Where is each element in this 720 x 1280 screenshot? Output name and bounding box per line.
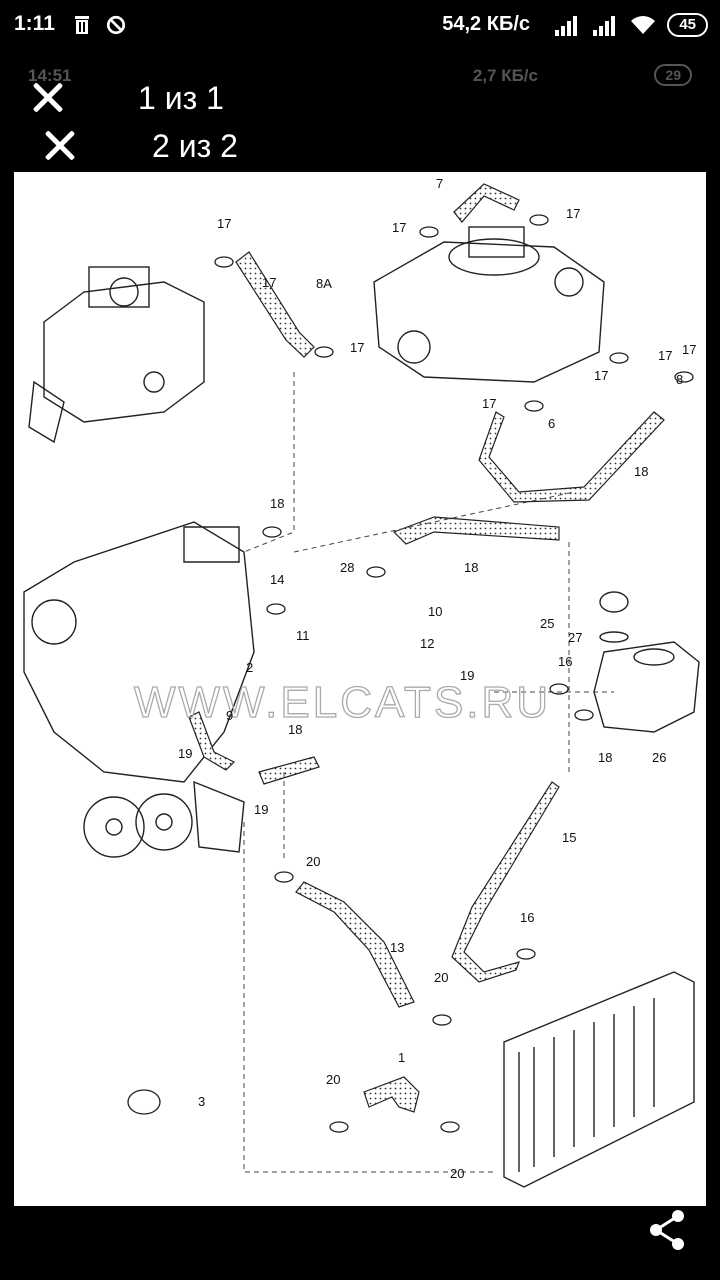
part-label: 18 xyxy=(598,750,612,765)
left-carburetor xyxy=(28,266,205,444)
part-labels: 17 17 8A 17 7 17 17 17 17 17 17 8 6 18 1… xyxy=(178,176,696,1181)
part-label: 17 xyxy=(594,368,608,383)
part-label: 17 xyxy=(682,342,696,357)
viewer-header-secondary: 2 из 2 xyxy=(38,122,238,170)
expansion-tank xyxy=(593,591,700,733)
embedded-battery: 29 xyxy=(654,64,692,86)
network-speed: 54,2 КБ/с xyxy=(442,13,530,35)
part-label: 18 xyxy=(464,560,478,575)
part-label: 8 xyxy=(676,372,683,387)
share-icon[interactable] xyxy=(646,1208,690,1252)
part-label: 26 xyxy=(652,750,666,765)
image-counter: 2 из 2 xyxy=(152,127,238,164)
engine-block xyxy=(23,521,255,858)
part-label: 20 xyxy=(326,1072,340,1087)
battery-icon: 45 xyxy=(667,13,708,37)
trash-icon xyxy=(75,16,89,34)
part-label: 15 xyxy=(562,830,576,845)
embedded-network-speed: 2,7 КБ/с xyxy=(472,66,538,85)
part-label: 18 xyxy=(634,464,648,479)
part-label: 18 xyxy=(270,496,284,511)
blocked-icon xyxy=(106,15,126,35)
status-bar: 1:11 54,2 КБ/с 45 xyxy=(0,0,720,52)
part-label: 17 xyxy=(350,340,364,355)
part-label: 16 xyxy=(520,910,534,925)
part-label: 13 xyxy=(390,940,404,955)
part-label: 19 xyxy=(460,668,474,683)
radiator xyxy=(503,971,695,1188)
coolant-hoses xyxy=(188,183,665,1113)
part-label: 11 xyxy=(296,628,310,643)
signal-icon xyxy=(593,16,616,36)
part-label: 20 xyxy=(450,1166,464,1181)
wifi-icon xyxy=(631,16,656,34)
part-label: 9 xyxy=(226,708,233,723)
close-icon[interactable] xyxy=(26,76,70,120)
right-carburetor xyxy=(373,226,605,383)
part-label: 17 xyxy=(658,348,672,363)
parts-diagram: WWW.ELCATS.RU 17 17 8A 17 7 17 17 17 17 … xyxy=(23,176,700,1188)
part-label: 2 xyxy=(246,660,253,675)
part-label: 18 xyxy=(288,722,302,737)
watermark: WWW.ELCATS.RU xyxy=(134,678,551,727)
part-label: 3 xyxy=(198,1094,205,1109)
part-label: 14 xyxy=(270,572,284,587)
image-counter: 1 из 1 xyxy=(138,79,224,116)
part-label: 7 xyxy=(436,176,443,191)
status-right-group: 45 xyxy=(553,10,708,40)
part-label: 27 xyxy=(568,630,582,645)
part-label: 17 xyxy=(392,220,406,235)
diagram-image[interactable]: WWW.ELCATS.RU 17 17 8A 17 7 17 17 17 17 … xyxy=(14,172,706,1206)
part-label: 17 xyxy=(482,396,496,411)
part-label: 6 xyxy=(548,416,555,431)
leader-lines xyxy=(243,372,614,1173)
hose-clamps xyxy=(127,214,694,1133)
part-label: 19 xyxy=(254,802,268,817)
part-label: 20 xyxy=(434,970,448,985)
part-label: 1 xyxy=(398,1050,405,1065)
part-label: 16 xyxy=(558,654,572,669)
viewer-header-primary: 1 из 1 xyxy=(26,74,224,122)
status-time: 1:11 xyxy=(14,12,55,35)
part-label: 8A xyxy=(316,276,332,291)
part-label: 25 xyxy=(540,616,554,631)
part-label: 17 xyxy=(262,275,276,290)
part-label: 17 xyxy=(217,216,231,231)
part-label: 20 xyxy=(306,854,320,869)
part-label: 19 xyxy=(178,746,192,761)
part-label: 10 xyxy=(428,604,442,619)
signal-icon xyxy=(555,16,578,36)
part-label: 28 xyxy=(340,560,354,575)
part-label: 17 xyxy=(566,206,580,221)
close-icon[interactable] xyxy=(38,124,82,168)
part-label: 12 xyxy=(420,636,434,651)
